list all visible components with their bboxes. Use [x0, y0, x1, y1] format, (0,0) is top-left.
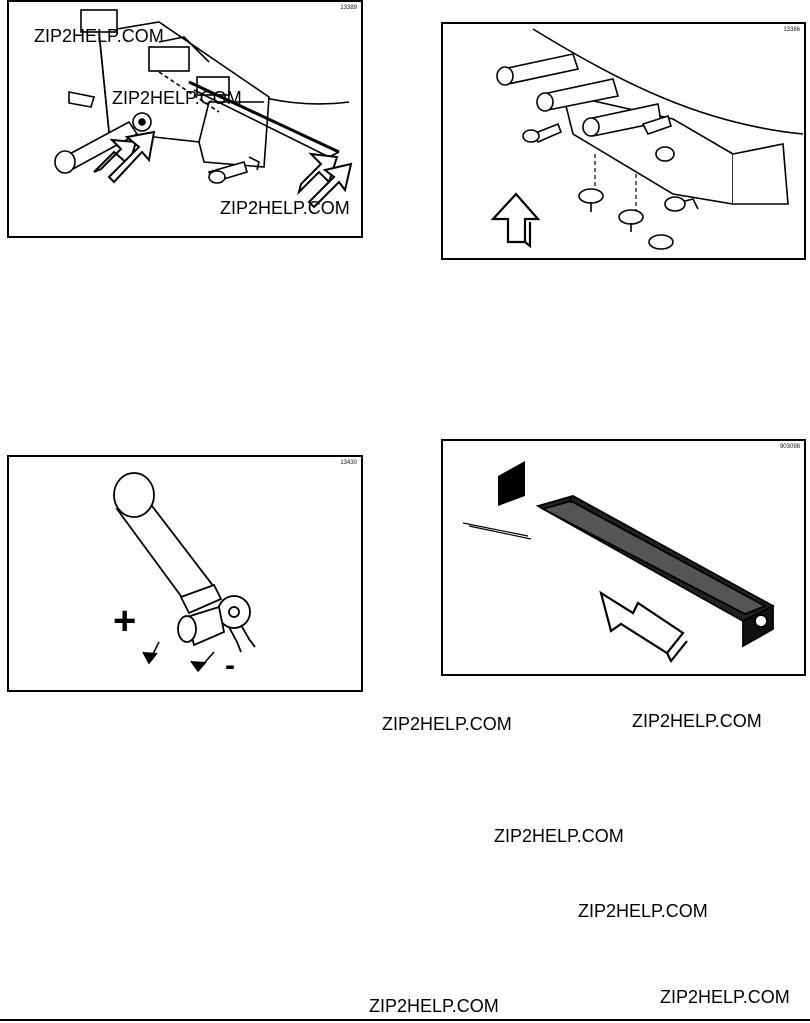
bottom-rule — [0, 1019, 810, 1021]
figure-handle-adjust: 13430 + - — [7, 455, 363, 692]
figure-attachment-install: 13389 — [7, 0, 363, 238]
watermark: ZIP2HELP.COM — [382, 714, 512, 734]
figure-knob-assembly: 13386 — [441, 22, 806, 260]
watermark: ZIP2HELP.COM — [578, 901, 708, 921]
handle-adjust-illustration — [113, 472, 256, 673]
figure-code: 13430 — [340, 460, 357, 466]
attachment-install-illustration — [54, 9, 353, 209]
plus-sign: + — [113, 599, 137, 643]
blade-tray-illustration — [462, 461, 775, 664]
watermark: ZIP2HELP.COM — [660, 987, 790, 1007]
figure-blade-tray: 903098 — [441, 439, 806, 676]
figure-code: 13389 — [340, 5, 357, 11]
minus-sign: - — [225, 649, 235, 682]
watermark: ZIP2HELP.COM — [112, 88, 242, 108]
watermark: ZIP2HELP.COM — [220, 198, 350, 218]
watermark: ZIP2HELP.COM — [632, 711, 762, 731]
knob-assembly-illustration — [490, 28, 804, 250]
watermark: ZIP2HELP.COM — [494, 826, 624, 846]
watermark: ZIP2HELP.COM — [369, 996, 499, 1016]
figure-code: 13386 — [783, 27, 800, 33]
watermark: ZIP2HELP.COM — [34, 26, 164, 46]
figure-code: 903098 — [779, 444, 800, 450]
